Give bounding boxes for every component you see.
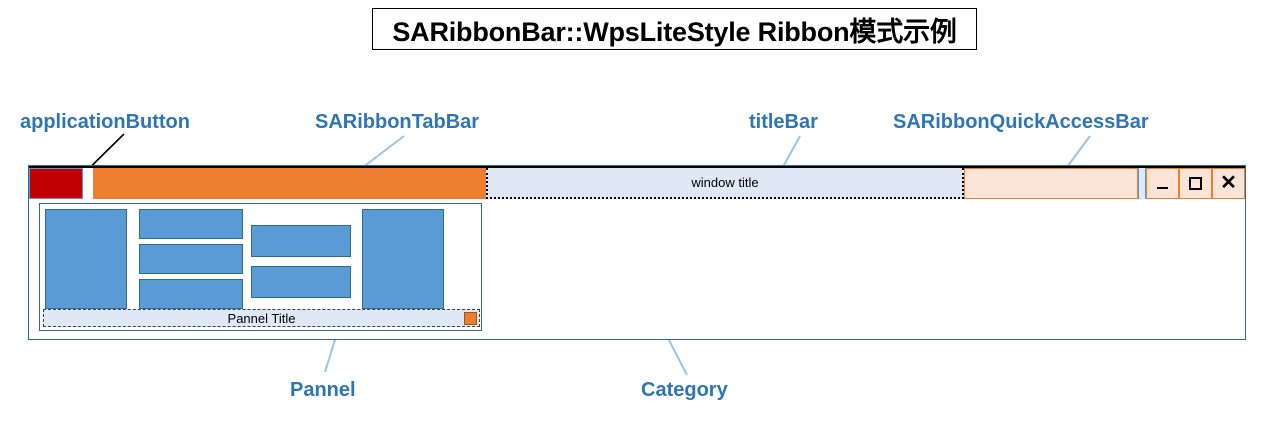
annotation-label-quick-access-bar: SARibbonQuickAccessBar [893,111,1149,133]
pannel-small-button-2[interactable] [139,244,243,274]
annotation-label-pannel: Pannel [290,379,356,401]
pannel-title-text: Pannel Title [227,310,296,326]
window-buttons-separator [1138,168,1146,199]
window-title-text: window title [691,175,759,190]
pannel-content [43,207,480,311]
ribbon-category-page: Pannel Title [29,199,1245,339]
annotation-label-application-button: applicationButton [20,111,190,133]
close-icon: ✕ [1220,172,1237,194]
pannel-small-button-1[interactable] [139,209,243,239]
minimize-button[interactable] [1146,168,1179,199]
pannel-medium-button-1[interactable] [251,225,351,257]
pannel-option-button[interactable] [464,312,477,325]
pannel-large-button-left[interactable] [45,209,127,309]
pannel-small-button-3[interactable] [139,279,243,309]
page-title-banner: SARibbonBar::WpsLiteStyle Ribbon模式示例 [372,8,977,50]
pannel-medium-button-2[interactable] [251,266,351,298]
ribbon-top-divider [29,166,1245,168]
title-bar: window title [486,168,964,199]
maximize-button[interactable] [1179,168,1212,199]
annotation-label-title-bar: titleBar [749,111,818,133]
close-button[interactable]: ✕ [1212,168,1245,199]
ribbon-pannel: Pannel Title [39,203,482,331]
quick-access-bar[interactable] [964,168,1138,199]
ribbon-tab-bar[interactable] [93,168,486,199]
minimize-icon [1157,186,1168,189]
ribbon-bar: window title ✕ [29,168,1245,199]
annotation-label-category: Category [641,379,728,401]
ribbon-window-frame: window title ✕ Pannel Title [28,165,1246,340]
page-title: SARibbonBar::WpsLiteStyle Ribbon模式示例 [392,16,957,47]
pannel-large-button-right[interactable] [362,209,444,309]
maximize-icon [1189,177,1202,190]
annotation-label-tab-bar: SARibbonTabBar [315,111,480,133]
application-button-spacer [83,168,93,199]
pannel-title-bar: Pannel Title [43,309,480,327]
application-button[interactable] [29,168,83,199]
